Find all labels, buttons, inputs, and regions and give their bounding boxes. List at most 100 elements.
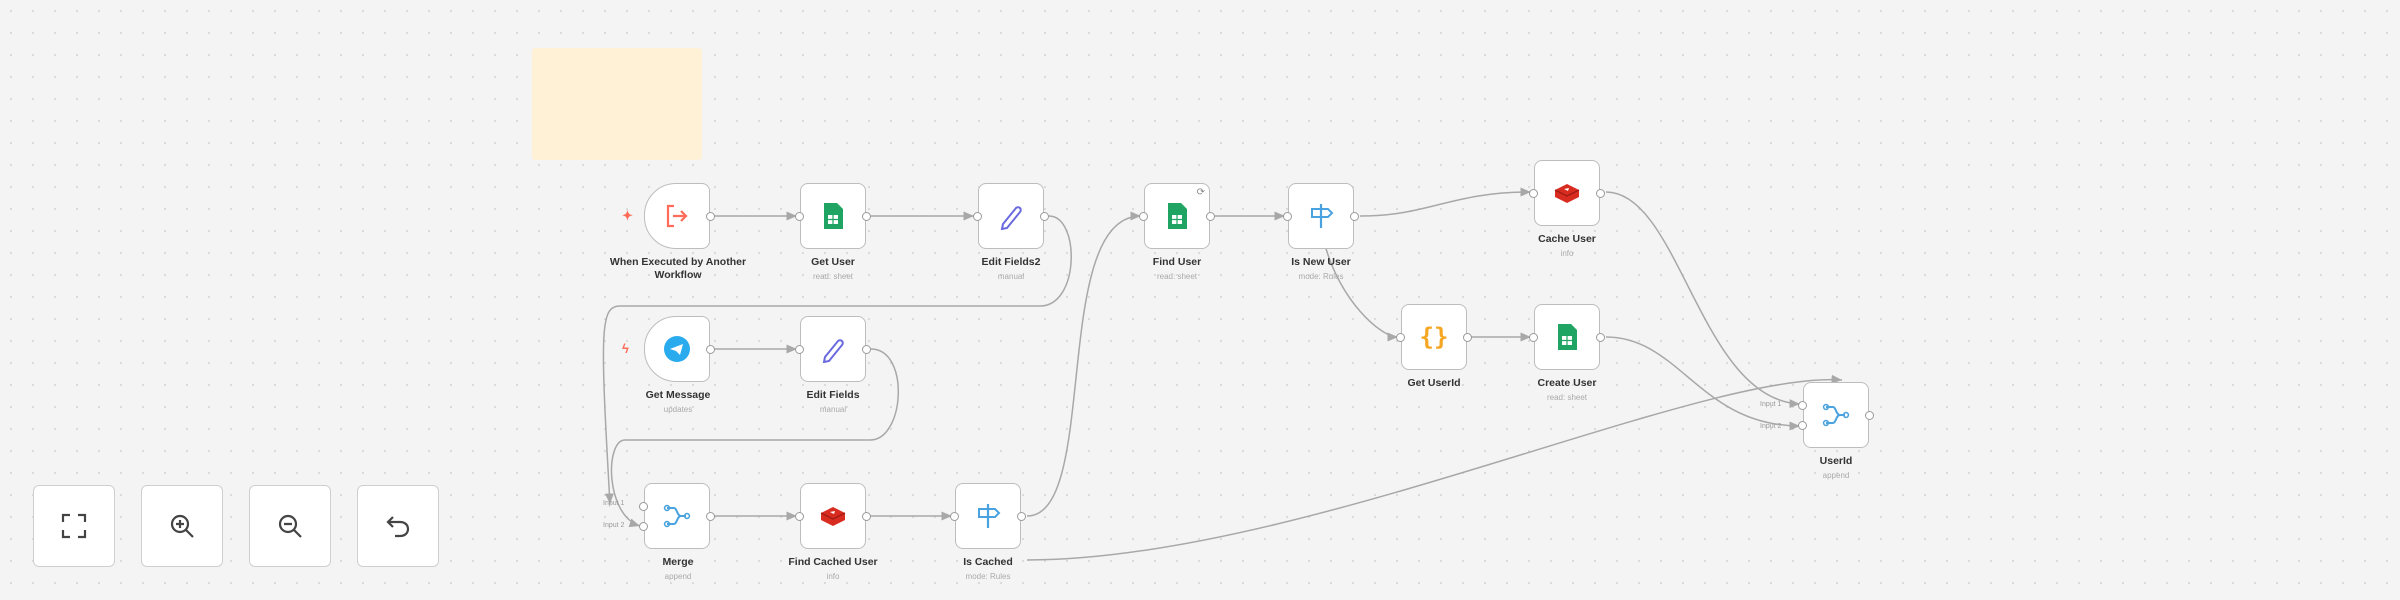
node-label: Is Cached [963,556,1013,568]
input-label: Input 2 [603,522,625,529]
node-is-cached[interactable] [950,483,1026,549]
input-label: Input 1 [603,500,625,507]
refresh-icon[interactable]: ⟳ [1196,187,1205,198]
redis-icon [820,507,846,526]
output-handle[interactable] [706,512,715,521]
node-label: Find Cached User [788,556,878,568]
node-when-executed[interactable] [644,183,715,249]
node-label: Merge [662,556,694,568]
node-label: Edit Fields [806,389,860,401]
exit-arrow-icon [666,204,688,228]
zoom-out-icon [278,514,302,538]
edge-iscached-finduser [1026,211,1142,517]
edge-editfields-merge [610,348,900,528]
node-label: Find User [1152,256,1202,268]
output-handle[interactable] [862,345,871,354]
node-label: Create User [1537,377,1597,389]
output-handle[interactable] [1865,411,1874,420]
node-label: Get UserId [1407,377,1461,389]
edge-editfields2-merge [602,215,1072,505]
node-find-user[interactable]: ⟳ [1139,183,1215,249]
input-handle[interactable] [1396,333,1405,342]
output-handle[interactable] [862,212,871,221]
output-handle[interactable] [1463,333,1472,342]
node-userid[interactable] [1798,382,1874,448]
pencil-icon [1000,206,1022,230]
node-subtitle: mode: Rules [965,572,1011,581]
input-handle[interactable] [1139,212,1148,221]
input-handle-2[interactable] [639,522,648,531]
output-handle[interactable] [1596,333,1605,342]
input-label: Input 2 [1760,423,1782,430]
merge-icon [663,504,691,528]
zoom-out-button[interactable] [249,485,331,567]
sticky-note[interactable] [532,48,702,160]
output-handle[interactable] [1350,212,1359,221]
node-label: Get User [811,256,855,268]
node-subtitle: read: sheet [812,272,854,281]
node-get-user[interactable] [795,183,871,249]
node-subtitle: read: sheet [1546,393,1588,402]
node-subtitle: read: sheet [1156,272,1198,281]
undo-icon [386,516,410,538]
edge-cacheuser-userid [1605,191,1801,409]
redis-icon [1554,184,1580,203]
node-merge[interactable] [639,483,715,549]
output-handle[interactable] [1206,212,1215,221]
input-handle-1[interactable] [1798,401,1807,410]
node-get-userid[interactable]: {} [1396,304,1472,370]
node-find-cached-user[interactable] [795,483,871,549]
input-handle[interactable] [795,345,804,354]
node-label: Edit Fields2 [981,256,1041,268]
reset-zoom-button[interactable] [357,485,439,567]
google-sheets-icon [824,203,843,229]
node-subtitle: manual [819,405,847,414]
trigger-bolt-icon: ✦ [622,208,633,223]
input-handle[interactable] [973,212,982,221]
output-handle[interactable] [1596,189,1605,198]
input-handle[interactable] [1529,333,1538,342]
input-handle-1[interactable] [639,502,648,511]
node-subtitle: append [664,572,692,581]
output-handle[interactable] [706,212,715,221]
node-label: Get Message [645,389,711,401]
telegram-icon [664,336,690,362]
google-sheets-icon [1168,203,1187,229]
braces-icon: {} [1419,323,1449,351]
input-handle[interactable] [1529,189,1538,198]
node-create-user[interactable] [1529,304,1605,370]
node-get-message[interactable] [644,316,715,382]
input-handle[interactable] [795,212,804,221]
fullscreen-icon [61,513,87,539]
fit-view-button[interactable] [33,485,115,567]
input-handle[interactable] [950,512,959,521]
node-subtitle: mode: Rules [1298,272,1344,281]
node-edit-fields[interactable] [795,316,871,382]
node-is-new-user[interactable] [1283,183,1359,249]
trigger-bolt-icon: ϟ [622,341,629,356]
output-handle[interactable] [1040,212,1049,221]
node-subtitle: info [1560,249,1574,258]
input-handle[interactable] [1283,212,1292,221]
edge-isnewuser-getuserid [1324,244,1399,342]
zoom-in-button[interactable] [141,485,223,567]
output-handle[interactable] [706,345,715,354]
node-label: UserId [1819,455,1853,467]
input-handle[interactable] [795,512,804,521]
input-handle-2[interactable] [1798,421,1807,430]
merge-icon [1822,403,1850,427]
edge-isnewuser-cacheuser [1359,187,1532,217]
node-subtitle: info [826,572,840,581]
signpost-icon [1311,204,1334,228]
pencil-icon [822,339,844,363]
output-handle[interactable] [1017,512,1026,521]
node-subtitle: updates [663,405,693,414]
google-sheets-icon [1558,324,1577,350]
node-cache-user[interactable] [1529,160,1605,226]
node-edit-fields2[interactable] [973,183,1049,249]
output-handle[interactable] [862,512,871,521]
node-subtitle: manual [997,272,1025,281]
edge-iscached-userid [1026,374,1843,561]
zoom-in-icon [170,514,194,538]
